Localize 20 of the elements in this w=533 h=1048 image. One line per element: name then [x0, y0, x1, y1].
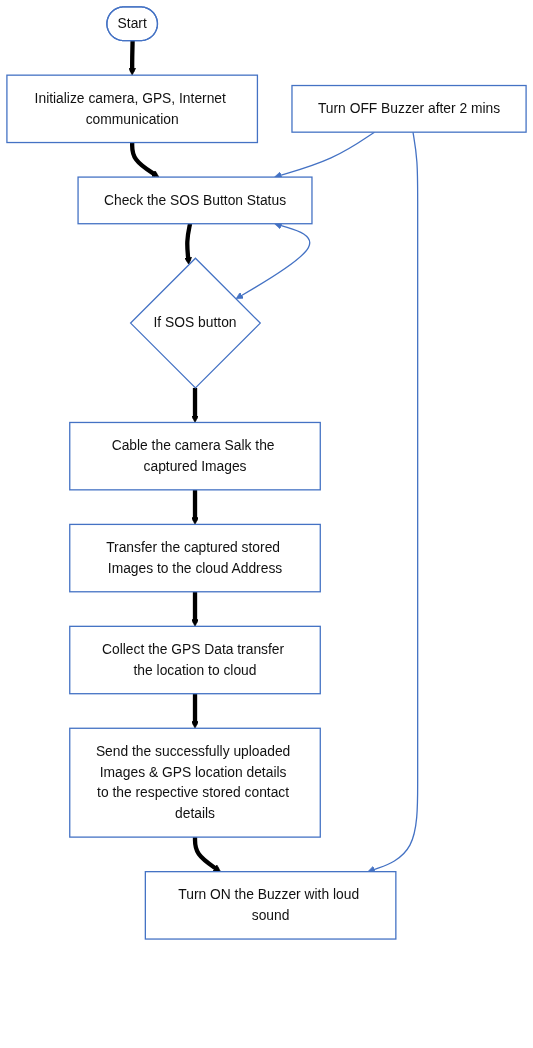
node-box: Initialize camera, GPS, Internet communication: [6, 74, 259, 144]
node-diamond: If SOS button: [129, 257, 262, 389]
arrow: [191, 591, 199, 627]
node-box: Transfer the captured stored Images to the cloud Address: [69, 523, 321, 593]
arrow: [191, 693, 199, 729]
arrow: [235, 222, 311, 300]
arrow: [184, 223, 193, 265]
node-box: Cable the camera Salk the captured Images: [69, 421, 321, 491]
node-box: Collect the GPS Data transfer the location to cloud: [69, 625, 321, 695]
arrow: [191, 387, 199, 423]
arrow: [128, 40, 136, 76]
node-box: Turn OFF Buzzer after 2 mins: [291, 84, 527, 133]
arrow: [274, 131, 376, 179]
arrow: [130, 142, 160, 178]
node-box: Turn ON the Buzzer with loud sound: [144, 871, 397, 940]
arrow: [192, 837, 221, 872]
node-box: Send the successfully uploaded Images & GPS location details to the respective stored contact details: [69, 727, 321, 838]
node-box: Check the SOS Button Status: [77, 176, 313, 225]
arrow: [191, 489, 199, 525]
arrow: [367, 131, 419, 873]
